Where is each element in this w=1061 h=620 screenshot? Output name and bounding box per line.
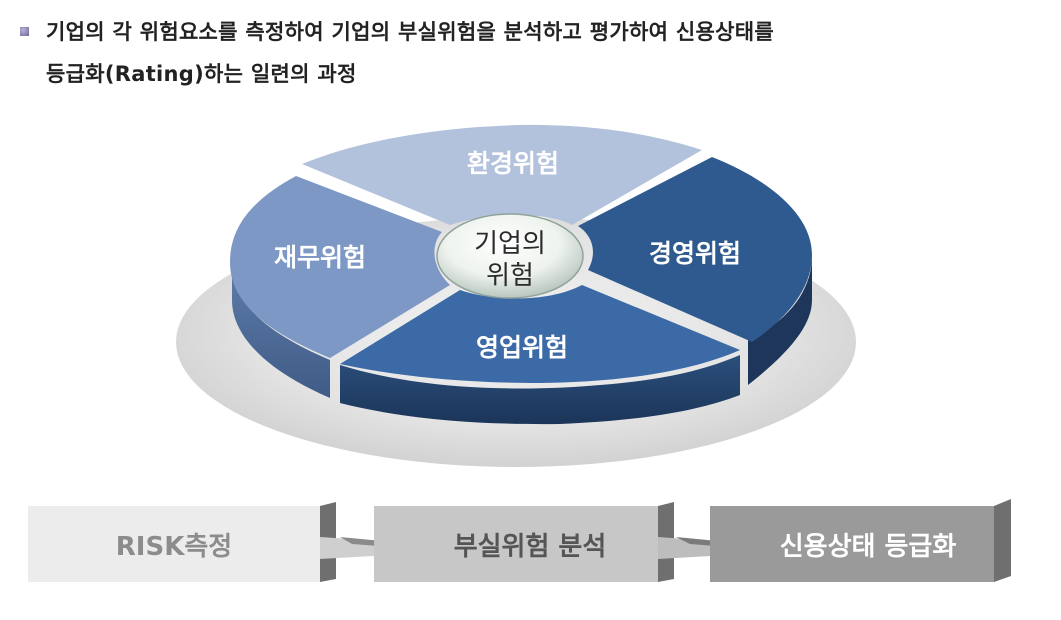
step-3-edge bbox=[994, 499, 1011, 582]
header-line-1: 기업의 각 위험요소를 측정하여 기업의 부실위험을 분석하고 평가하여 신용상… bbox=[46, 20, 774, 44]
segment-management bbox=[578, 157, 812, 342]
segment-label-environment: 환경위험 bbox=[467, 149, 559, 178]
segment-sales bbox=[340, 285, 740, 383]
header-line-2: 등급화(Rating)하는 일련의 과정 bbox=[46, 62, 357, 86]
step-risk-measurement: RISK측정 bbox=[28, 506, 320, 582]
center-label-1: 기업의 bbox=[474, 229, 546, 259]
process-flow: RISK측정 부실위험 분석 신용상태 등급화 bbox=[0, 495, 1061, 605]
side-wall-front bbox=[340, 355, 740, 425]
risk-pie-diagram: 기업의 위험 환경위험 경영위험 영업위험 재무위험 bbox=[176, 124, 856, 467]
segment-environment bbox=[302, 124, 702, 225]
segment-finance bbox=[230, 176, 450, 358]
segment-label-management: 경영위험 bbox=[649, 239, 741, 268]
step-default-risk-analysis: 부실위험 분석 bbox=[374, 506, 658, 582]
step-2-label: 부실위험 분석 bbox=[453, 531, 607, 562]
segment-label-finance: 재무위험 bbox=[274, 243, 366, 272]
side-wall-right bbox=[748, 255, 812, 385]
segment-label-sales: 영업위험 bbox=[476, 333, 568, 362]
bullet-icon bbox=[20, 27, 29, 36]
step-3-label: 신용상태 등급화 bbox=[779, 531, 957, 562]
step-1-label: RISK측정 bbox=[115, 531, 233, 562]
center-ellipse bbox=[436, 213, 584, 299]
side-wall-left bbox=[232, 262, 330, 398]
center-label-2: 위험 bbox=[486, 261, 534, 291]
step-credit-rating: 신용상태 등급화 bbox=[710, 506, 994, 582]
